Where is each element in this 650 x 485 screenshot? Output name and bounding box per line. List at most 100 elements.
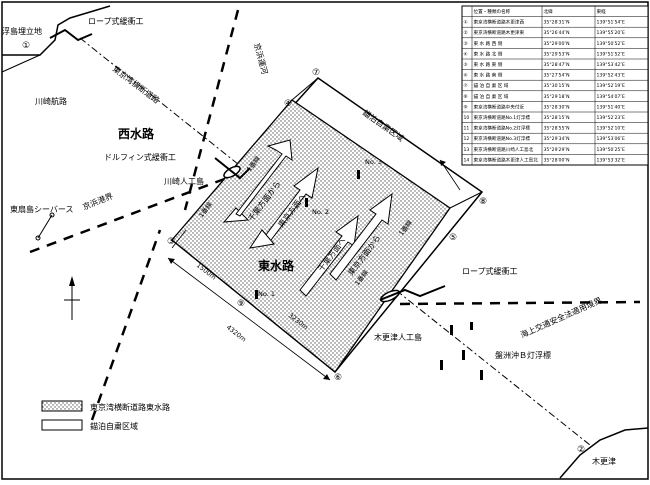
table-cell: 35°29′29″N <box>544 147 570 153</box>
table-cell: 139°51′40″E <box>597 104 626 110</box>
table-cell: 139°50′25″E <box>597 147 626 153</box>
table-cell: 12 <box>464 136 470 142</box>
kaijo-boundary <box>399 300 641 306</box>
table-cell: 139°52′19″E <box>597 83 626 89</box>
buoy-b5 <box>470 322 473 330</box>
table-cell: 東京湾横断道路木更津人工島北 <box>474 156 539 163</box>
table-cell: ② <box>464 30 468 36</box>
dim-1500-line <box>171 229 187 249</box>
traffic-arrows <box>222 139 393 297</box>
label-kawasaki-island: 川崎人工島 <box>164 176 204 186</box>
table-cell: 139°52′10″E <box>597 126 626 132</box>
table-cell: 139°50′52″E <box>597 41 626 47</box>
table-cell: 35°28′00″N <box>544 157 570 163</box>
legend-swatch-dotted <box>41 400 83 412</box>
zone-edge-4-7 <box>291 77 319 101</box>
label-rope-top: ロープ式緩衝工 <box>88 16 144 26</box>
table-cell: 錨 泊 自 粛 区 域 <box>474 93 509 100</box>
label-dim-4320: 4320m <box>225 323 248 343</box>
label-banzu-light: 盤洲沖Ｂ灯浮標 <box>495 350 551 360</box>
label-no1: No. 1 <box>258 290 275 298</box>
zone-5: ⑤ <box>449 233 457 243</box>
table-cell: 139°52′43″E <box>597 73 626 79</box>
label-ukishima: 浮島埋立地 <box>2 26 42 36</box>
zone-4: ④ <box>284 99 292 109</box>
table-header-cell: 位置・種類の名称 <box>474 8 511 15</box>
table-cell: 35°30′15″N <box>544 83 570 89</box>
table-cell: 東京湾横断道路No.2灯浮標 <box>474 125 531 132</box>
table-cell: ④ <box>464 51 468 57</box>
dim-arrow-c <box>440 160 446 166</box>
arrow-chiba-2 <box>329 192 393 281</box>
legend-swatch-plain <box>41 419 83 431</box>
table-cell: 139°52′23″E <box>597 115 626 121</box>
table-cell: 東 水 路 東 側 <box>474 61 503 68</box>
north-arrow-head <box>69 276 75 286</box>
buoy-b1 <box>450 325 453 335</box>
berth-line <box>37 214 53 239</box>
table-cell: 139°53′06″E <box>597 136 626 142</box>
table-cell: 東京湾横断道路中央付近 <box>474 103 525 110</box>
buoy-no3 <box>357 170 360 179</box>
table-cell: 35°28′55″N <box>544 126 570 132</box>
table-cell: 139°51′52″E <box>597 51 626 57</box>
arrow-tokyo-1 <box>261 166 319 245</box>
table-header-cell: 東経 <box>597 8 607 15</box>
table-cell: 東京湾横断道路木更津西 <box>474 19 525 26</box>
table-cell: ⑤ <box>464 62 468 68</box>
table-cell: 東 水 路 北 側 <box>474 50 503 57</box>
arrow-tokyo-2 <box>235 139 293 217</box>
label-rope-right: ロープ式緩衝工 <box>462 266 518 276</box>
label-nishi-suiro: 西水路 <box>118 126 155 141</box>
legend-label-plain: 錨泊自粛区域 <box>90 421 138 431</box>
table-cell: 東 水 路 西 側 <box>474 40 503 47</box>
table-cell: 139°53′32″E <box>597 157 626 163</box>
zone-edge-5-8 <box>449 191 483 209</box>
buoy-b3 <box>440 360 443 370</box>
table-cell: ⑨ <box>464 104 468 110</box>
zone-6: ⑥ <box>334 373 342 383</box>
label-kaijo-line: 海上交通安全法適用境界 <box>519 295 603 340</box>
rope-buffer-top-shape <box>49 28 93 42</box>
label-keihin-port: 京浜港界 <box>81 191 114 212</box>
table-cell: 11 <box>464 126 470 132</box>
table-cell: 35°28′30″N <box>544 104 570 110</box>
buoy-no1 <box>255 290 258 299</box>
table-cell: 10 <box>464 115 470 121</box>
zone-3: ③ <box>167 237 175 247</box>
table-cell: ① <box>464 20 468 26</box>
table-cell: ⑦ <box>464 83 468 89</box>
table-cell: 35°28′47″N <box>544 62 570 68</box>
table-cell: 14 <box>464 157 470 163</box>
table-cell: 139°54′07″E <box>597 94 626 100</box>
dim-arrow-b <box>323 374 330 380</box>
dolphin-buffer-shape <box>214 157 251 180</box>
table-cell: ③ <box>464 41 468 47</box>
label-bay-road: 東京湾横断道路 <box>111 64 162 106</box>
east-channel-area <box>171 99 451 373</box>
berth-dot-2 <box>49 212 55 218</box>
legend-label-dotted: 東京湾横断道路東水路 <box>90 402 170 412</box>
table-cell: 東 水 路 南 側 <box>474 72 503 79</box>
berth-dot-1 <box>35 235 41 241</box>
table-cell: 東京湾横断道路木更津東 <box>474 29 525 36</box>
zone-1-top: ① <box>22 41 30 51</box>
table-cell: ⑥ <box>464 73 468 79</box>
zone-2: ② <box>577 445 585 455</box>
table-header-cell: 北緯 <box>544 8 554 15</box>
coastline-kisarazu <box>559 427 649 479</box>
label-higashi-suiro: 東水路 <box>258 258 295 273</box>
table-cell: 35°29′34″N <box>544 136 570 142</box>
label-no2: No. 2 <box>312 208 329 216</box>
label-dolphin: ドルフィン式緩衝工 <box>104 152 176 162</box>
zone-9: ⑨ <box>237 299 245 309</box>
label-no3: No. 3 <box>365 158 382 166</box>
table-cell: 35°28′15″N <box>544 115 570 121</box>
buoys <box>255 170 483 380</box>
label-keihin-canal: 京浜運河 <box>252 42 270 75</box>
label-kisarazu-island: 木更津人工島 <box>374 332 422 342</box>
